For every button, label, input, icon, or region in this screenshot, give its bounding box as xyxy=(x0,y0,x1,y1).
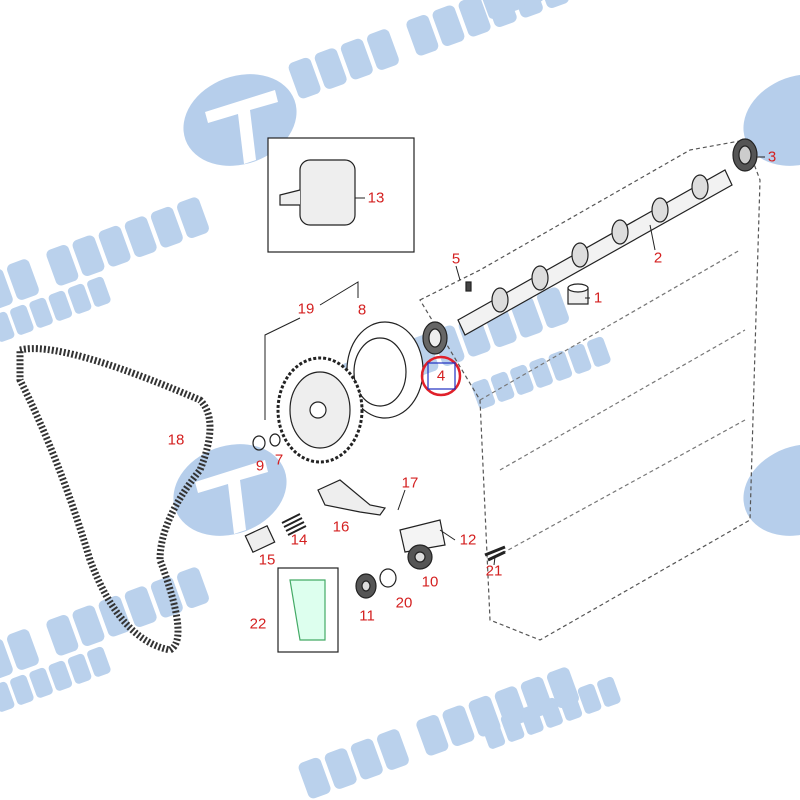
callout-16[interactable]: 16 xyxy=(332,518,350,536)
callout-13[interactable]: 13 xyxy=(367,189,385,207)
part-4-oil-seal xyxy=(422,321,448,355)
part-13-injection-pump xyxy=(279,159,356,226)
selection-box-part-4 xyxy=(427,362,456,390)
callout-15[interactable]: 15 xyxy=(258,551,276,569)
callout-11[interactable]: 11 xyxy=(359,607,375,625)
highlight-circle-part-4 xyxy=(420,355,462,397)
callout-2[interactable]: 2 xyxy=(653,249,663,267)
engine-block-outline xyxy=(419,139,761,641)
part-18-timing-belt xyxy=(16,345,214,654)
callout-10[interactable]: 10 xyxy=(421,573,439,591)
callout-20[interactable]: 20 xyxy=(395,594,413,612)
callout-21[interactable]: 21 xyxy=(485,562,503,580)
callout-12[interactable]: 12 xyxy=(459,531,477,549)
callout-5[interactable]: 5 xyxy=(451,250,461,268)
callout-14[interactable]: 14 xyxy=(290,531,308,549)
watermark-brand-mark xyxy=(0,197,209,310)
callout-18[interactable]: 18 xyxy=(167,431,185,449)
part-19-camshaft-sprocket xyxy=(276,356,364,464)
part-14-spring xyxy=(281,513,307,536)
watermark-brand-mark xyxy=(0,567,209,680)
callout-1[interactable]: 1 xyxy=(593,289,603,307)
watermark-sub-mark xyxy=(481,0,544,19)
watermark-sub-mark xyxy=(471,336,611,409)
callout-3[interactable]: 3 xyxy=(767,148,777,166)
part-22-gasket xyxy=(289,579,326,641)
watermark-sub-mark xyxy=(481,676,621,749)
tata-logo-icon xyxy=(743,444,800,536)
callout-7[interactable]: 7 xyxy=(274,451,284,469)
callout-9[interactable]: 9 xyxy=(255,457,265,475)
callout-4[interactable]: 4 xyxy=(436,367,446,385)
watermark-sub-mark xyxy=(0,646,111,712)
tata-logo-icon xyxy=(743,74,800,166)
part-5-screw xyxy=(465,281,472,292)
part-15-sleeve xyxy=(244,524,276,554)
part-3-seal xyxy=(732,138,758,172)
part-21-bolt xyxy=(484,545,506,562)
callout-17[interactable]: 17 xyxy=(401,474,419,492)
part-16-tensioner-arm xyxy=(317,479,387,516)
part-10-roller xyxy=(407,544,433,570)
part-11-bearing xyxy=(355,573,377,599)
callout-19[interactable]: 19 xyxy=(297,300,315,318)
callout-8[interactable]: 8 xyxy=(357,301,367,319)
camshaft xyxy=(457,169,733,336)
leader-lines xyxy=(264,156,765,566)
callout-22[interactable]: 22 xyxy=(249,615,267,633)
part-7-bolt xyxy=(269,433,281,447)
part-20-washer xyxy=(379,568,397,588)
part-12-bracket xyxy=(399,519,446,553)
part-9-washer xyxy=(252,435,266,451)
watermark-sub-mark xyxy=(0,276,111,342)
part-1-tappet xyxy=(567,283,589,305)
